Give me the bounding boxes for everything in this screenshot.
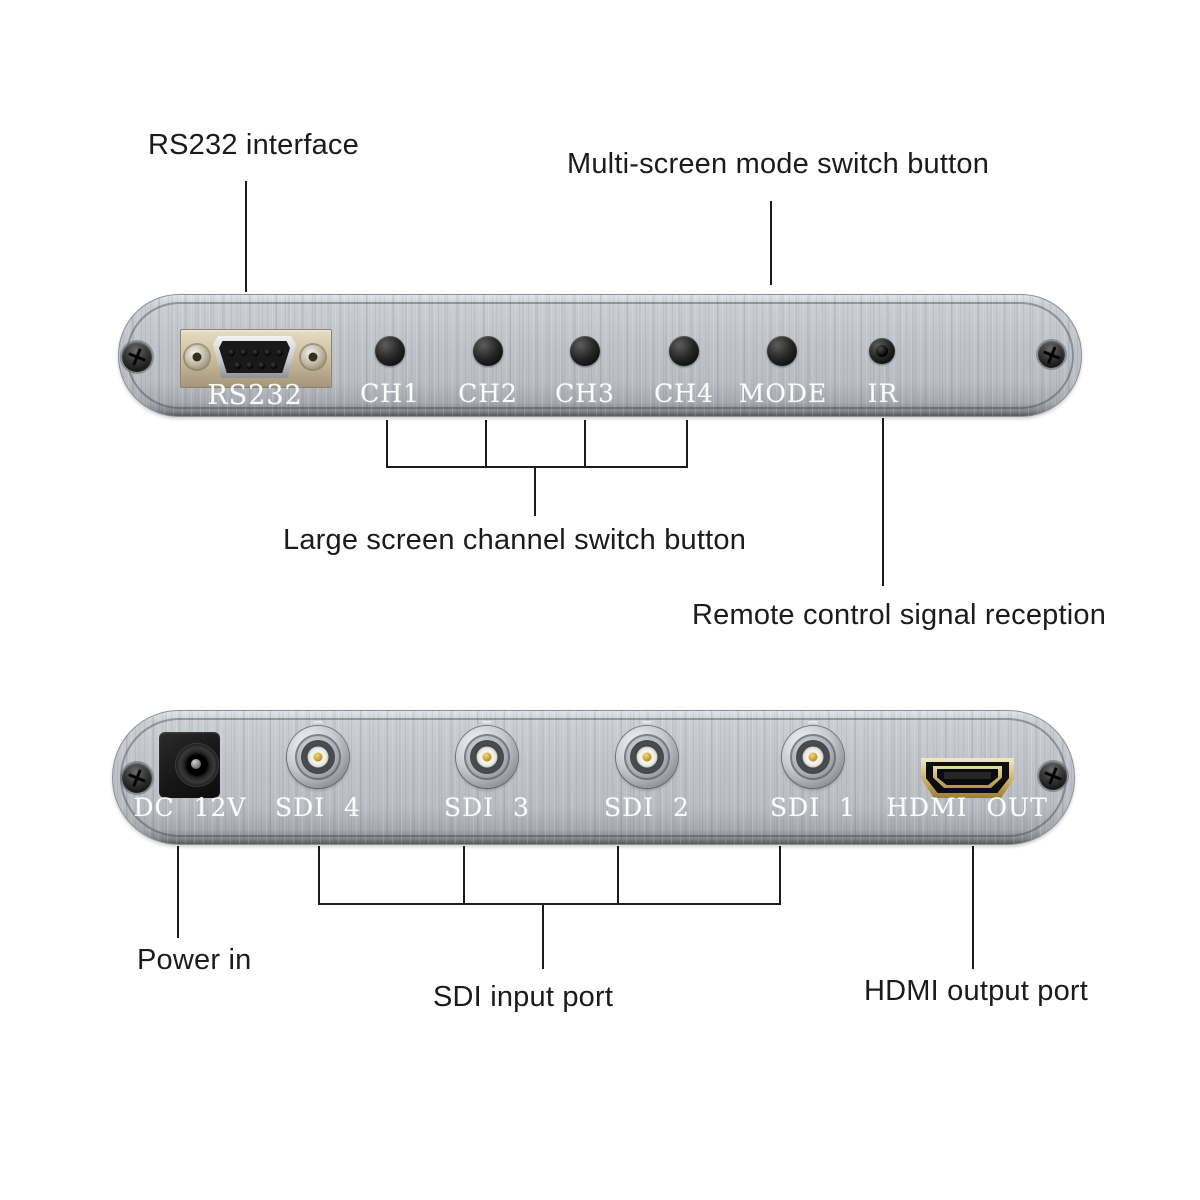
- button-mode: [767, 336, 797, 366]
- bnc-nub: [313, 721, 323, 729]
- db9-pin: [276, 349, 283, 356]
- annotation-power-in: Power in: [137, 944, 252, 976]
- db9-pin: [234, 362, 241, 369]
- dc-jack-pin: [191, 759, 201, 769]
- label-sdi3: SDI 3: [444, 793, 530, 822]
- bottom-panel: [112, 710, 1075, 845]
- label-ch4: CH4: [654, 379, 714, 408]
- label-sdi2: SDI 2: [604, 793, 690, 822]
- db9-pin: [252, 349, 259, 356]
- bnc-center-pin: [313, 752, 323, 762]
- bnc-connector-sdi2: [616, 726, 678, 788]
- annotation-sdi-input: SDI input port: [433, 981, 614, 1013]
- annotation-remote-control: Remote control signal reception: [692, 599, 1107, 631]
- label-sdi4: SDI 4: [275, 793, 361, 822]
- bnc-nub: [482, 721, 492, 729]
- bnc-connector-sdi3: [456, 726, 518, 788]
- annotation-hdmi-output: HDMI output port: [864, 975, 1089, 1007]
- db9-pin: [264, 349, 271, 356]
- annotation-multi-screen-mode: Multi-screen mode switch button: [567, 148, 990, 180]
- bnc-center-pin: [482, 752, 492, 762]
- db9-insert: [219, 341, 290, 373]
- db9-pin: [228, 349, 235, 356]
- label-rs232: RS232: [207, 380, 303, 411]
- label-ch1: CH1: [360, 379, 420, 408]
- hdmi-connector-tongue: [944, 772, 991, 779]
- button-ch2: [473, 336, 503, 366]
- bnc-nub: [808, 721, 818, 729]
- db9-jack-screw: [185, 345, 209, 369]
- bnc-center-pin: [808, 752, 818, 762]
- annotation-large-screen-channel: Large screen channel switch button: [283, 524, 747, 556]
- db9-pin: [240, 349, 247, 356]
- label-sdi1: SDI 1: [770, 793, 856, 822]
- button-ch1: [375, 336, 405, 366]
- bnc-connector-sdi1: [782, 726, 844, 788]
- annotation-rs232-interface: RS232 interface: [148, 129, 359, 161]
- label-ch3: CH3: [555, 379, 615, 408]
- button-ch4: [669, 336, 699, 366]
- label-hdmi-out: HDMI OUT: [886, 793, 1048, 822]
- bnc-connector-sdi4: [287, 726, 349, 788]
- ir-receiver: [869, 338, 895, 364]
- label-dc-12v: DC 12V: [133, 793, 247, 822]
- db9-pin: [258, 362, 265, 369]
- button-ch3: [570, 336, 600, 366]
- db9-pin: [246, 362, 253, 369]
- db9-jack-screw: [301, 345, 325, 369]
- label-ir: IR: [867, 379, 899, 408]
- label-mode: MODE: [738, 379, 828, 408]
- db9-pin: [270, 362, 277, 369]
- label-ch2: CH2: [458, 379, 518, 408]
- bnc-nub: [642, 721, 652, 729]
- bnc-center-pin: [642, 752, 652, 762]
